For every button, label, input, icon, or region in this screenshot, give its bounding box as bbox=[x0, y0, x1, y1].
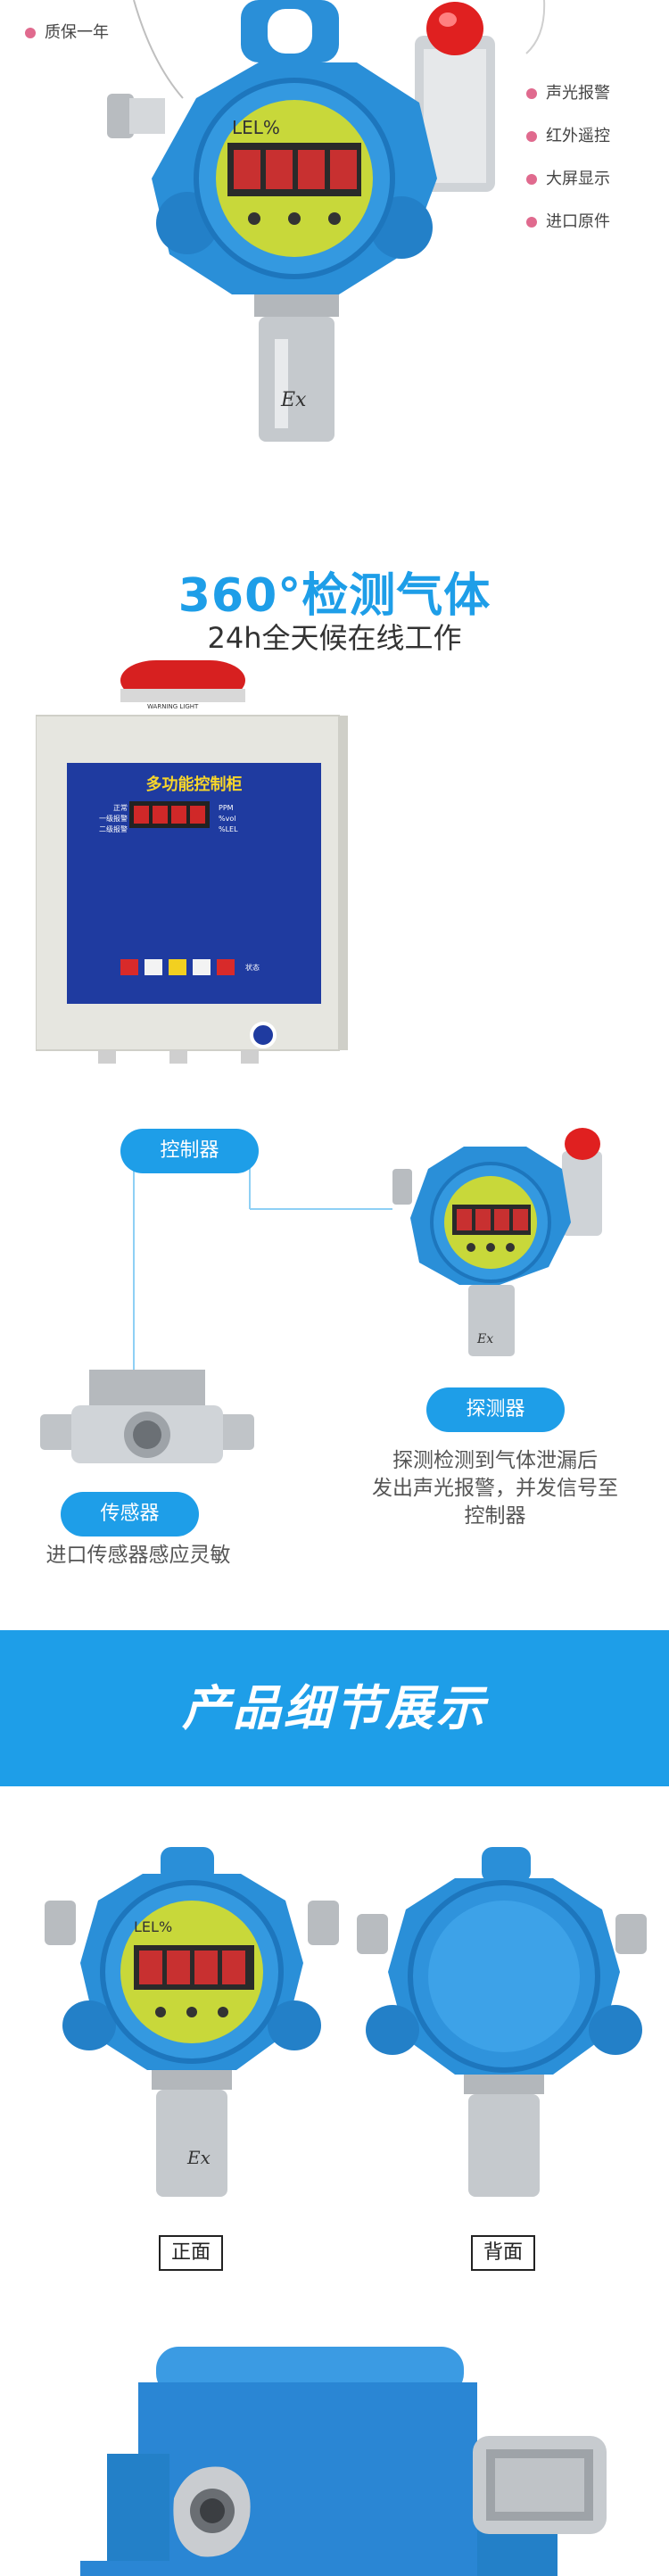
gas-detector-image: LEL% Ex bbox=[107, 0, 495, 442]
feature-warranty: 质保一年 bbox=[25, 20, 109, 43]
cabinet-indicators-right: PPM %vol %LEL bbox=[219, 803, 238, 835]
display-unit: LEL% bbox=[232, 117, 280, 138]
bullet-dot-icon bbox=[526, 131, 537, 142]
sensor-tag: 传感器 bbox=[61, 1492, 199, 1536]
detector-desc-line: 发出声光报警，并发信号至 bbox=[372, 1477, 618, 1500]
feature-label: 大屏显示 bbox=[546, 170, 610, 188]
front-view-image: LEL% Ex bbox=[45, 1847, 339, 2197]
section-360-title: 360°检测气体 bbox=[178, 569, 491, 623]
feature-label: 进口原件 bbox=[546, 212, 610, 231]
control-cabinet-image: WARNING LIGHT 多功能控制柜 正常 一级报警 二级报警 PPM %v… bbox=[36, 660, 348, 1106]
cable-graphic bbox=[133, 0, 546, 99]
sensor-description: 进口传感器感应灵敏 bbox=[45, 1544, 231, 1567]
bullet-dot-icon bbox=[25, 28, 36, 38]
svg-text:LEL%: LEL% bbox=[134, 1918, 172, 1935]
indicator-label: %LEL bbox=[219, 825, 238, 833]
back-view-label: 背面 bbox=[471, 2235, 535, 2271]
feature-item: 大屏显示 bbox=[526, 166, 610, 209]
cabinet-panel-title: 多功能控制柜 bbox=[145, 775, 243, 794]
feature-item: 进口原件 bbox=[526, 209, 610, 252]
feature-list: 声光报警 红外遥控 大屏显示 进口原件 bbox=[526, 80, 610, 252]
svg-text:Ex: Ex bbox=[186, 2147, 211, 2168]
detector-desc-line: 探测检测到气体泄漏后 bbox=[392, 1449, 598, 1472]
detector-desc-line: 控制器 bbox=[464, 1504, 526, 1528]
bullet-dot-icon bbox=[526, 174, 537, 185]
controller-tag: 控制器 bbox=[120, 1129, 259, 1173]
detector-tag: 探测器 bbox=[426, 1387, 565, 1432]
top-section: 质保一年 LEL% bbox=[0, 0, 669, 500]
feature-label: 质保一年 bbox=[45, 23, 109, 42]
feature-label: 声光报警 bbox=[546, 84, 610, 103]
bullet-dot-icon bbox=[526, 88, 537, 99]
detector-description: 探测检测到气体泄漏后 发出声光报警，并发信号至 控制器 bbox=[339, 1447, 651, 1530]
sensor-image bbox=[40, 1370, 254, 1463]
indicator-label: 二级报警 bbox=[99, 825, 128, 833]
details-banner: 产品细节展示 bbox=[0, 1630, 669, 1786]
feature-item: 声光报警 bbox=[526, 80, 610, 123]
feature-item: 红外遥控 bbox=[526, 123, 610, 166]
cabinet-graphic bbox=[36, 660, 348, 1064]
feature-label: 红外遥控 bbox=[546, 127, 610, 145]
cabinet-power-label: 状态 bbox=[245, 964, 260, 972]
indicator-label: PPM bbox=[219, 804, 234, 812]
indicator-label: 一级报警 bbox=[99, 815, 128, 823]
cabinet-indicators-left: 正常 一级报警 二级报警 bbox=[78, 803, 128, 835]
cabinet-warning-tag: WARNING LIGHT bbox=[147, 703, 199, 710]
front-view-label: 正面 bbox=[159, 2235, 223, 2271]
detector-small-image: Ex bbox=[392, 1128, 602, 1356]
back-view-image bbox=[357, 1847, 647, 2197]
indicator-label: 正常 bbox=[113, 804, 128, 812]
section-360-subtitle: 24h全天候在线工作 bbox=[207, 621, 462, 655]
closeup-side-image bbox=[80, 2347, 607, 2576]
indicator-label: %vol bbox=[219, 815, 236, 823]
svg-text:Ex: Ex bbox=[280, 389, 307, 411]
details-banner-title: 产品细节展示 bbox=[182, 1680, 487, 1736]
svg-text:Ex: Ex bbox=[476, 1332, 493, 1346]
bullet-dot-icon bbox=[526, 217, 537, 228]
